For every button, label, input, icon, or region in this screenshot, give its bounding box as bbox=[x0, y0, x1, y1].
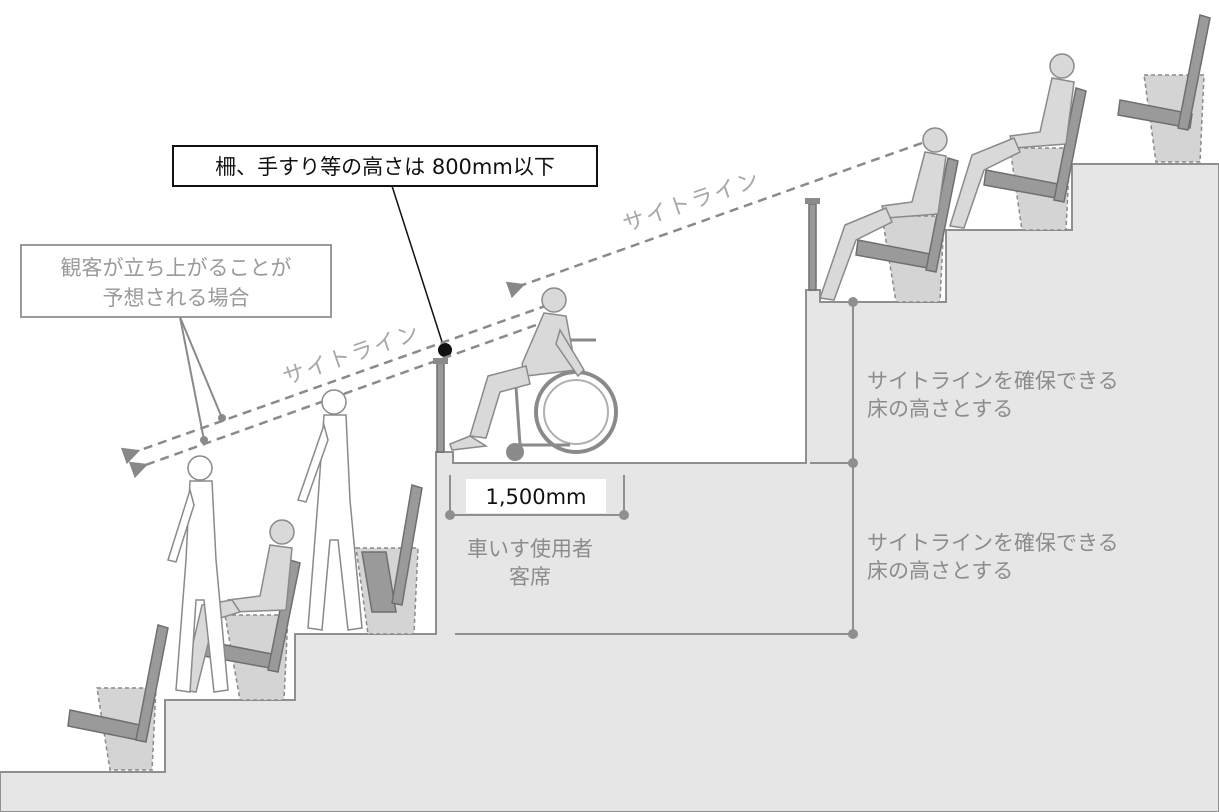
railing-callout-box bbox=[172, 145, 598, 187]
rear-railing bbox=[805, 198, 820, 291]
railing-top-marker bbox=[438, 343, 452, 357]
standing-callout-line2: 予想される場合 bbox=[103, 286, 250, 310]
floor-height-upper-line1: サイトラインを確保できる bbox=[867, 369, 1119, 393]
dimension-dot-top bbox=[848, 297, 858, 307]
standing-person-2 bbox=[297, 389, 363, 631]
seat-lower-3 bbox=[355, 484, 423, 635]
standing-callout-line1: 観客が立ち上がることが bbox=[61, 256, 292, 280]
standing-dot-1 bbox=[218, 414, 226, 422]
seated-person-upper-2 bbox=[949, 53, 1075, 229]
wheelchair-user bbox=[449, 287, 618, 461]
seat-upper-2 bbox=[983, 87, 1087, 231]
dimension-dot-mid bbox=[848, 458, 858, 468]
seat-lower-1 bbox=[67, 624, 169, 771]
floor-height-lower-line2: 床の高さとする bbox=[867, 559, 1013, 583]
seated-person-lower bbox=[181, 519, 295, 693]
standing-leader-1 bbox=[179, 316, 223, 419]
space-dot-right bbox=[619, 510, 629, 520]
railing-height-callout: 柵、手すり等の高さは 800mm以下 bbox=[215, 155, 555, 179]
sightline-lower-2 bbox=[128, 318, 551, 479]
wheelchair-space-dimension: 1,500mm bbox=[485, 485, 586, 509]
stepped-floor bbox=[0, 163, 1219, 812]
seated-person-upper-1 bbox=[818, 127, 948, 301]
sightline-upper bbox=[505, 141, 923, 299]
wheelchair-seat-label-line2: 客席 bbox=[509, 565, 551, 589]
seat-upper-1 bbox=[855, 157, 959, 303]
standing-person-1 bbox=[167, 455, 229, 693]
standing-dot-2 bbox=[200, 436, 208, 444]
sightline-label-lower: サイトライン bbox=[280, 320, 424, 391]
wheelchair-seat-label-line1: 車いす使用者 bbox=[467, 537, 593, 561]
space-dot-left bbox=[445, 510, 455, 520]
sightline-label-upper: サイトライン bbox=[620, 167, 764, 238]
floor-height-lower-line1: サイトラインを確保できる bbox=[867, 531, 1119, 555]
standing-callout-box bbox=[20, 244, 332, 318]
standing-leader-2 bbox=[179, 316, 205, 441]
railing-callout-leader bbox=[391, 185, 445, 349]
seat-upper-3 bbox=[1117, 14, 1211, 163]
space-dimension-box bbox=[466, 479, 606, 513]
dimension-dot-bottom bbox=[848, 629, 858, 639]
front-railing bbox=[433, 358, 448, 453]
floor-height-upper-line2: 床の高さとする bbox=[867, 397, 1013, 421]
